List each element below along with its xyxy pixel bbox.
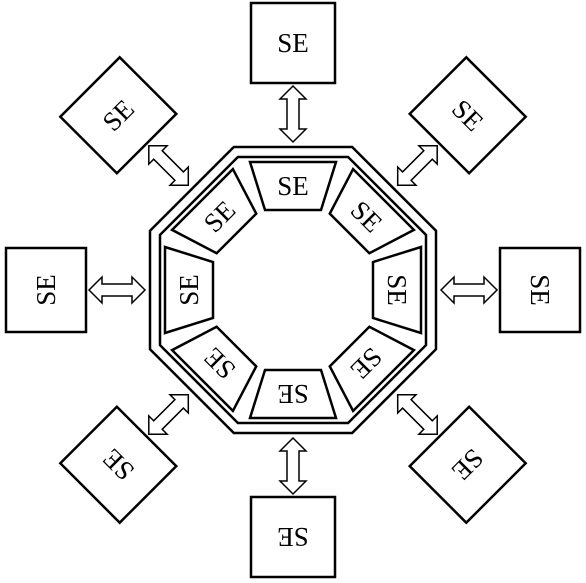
inner-unit-box [169,325,258,414]
double-arrow-icon [148,145,190,187]
double-arrow-icon [439,275,499,305]
double-arrow-icon [396,393,438,435]
outer-unit-box [249,495,337,579]
outer-unit-box [407,55,528,176]
double-arrow-icon [148,393,190,435]
inner-unit-label: SE [174,274,204,306]
inner-unit-box [169,166,258,255]
outer-unit-box [58,404,179,525]
inner-unit-box [248,368,338,420]
outer-unit-label: SE [277,522,309,552]
double-arrow-icon [278,436,308,496]
outer-unit-box [4,246,88,334]
inner-unit-box [163,245,215,335]
double-arrow-icon [87,275,147,305]
inner-unit-label: SE [277,171,309,201]
outer-unit-label: SE [31,274,61,306]
outer-unit-box [249,1,337,85]
outer-unit-box [498,246,582,334]
inner-unit-box [328,166,417,255]
outer-unit-label: SE [277,28,309,58]
outer-unit-box [58,55,179,176]
inner-unit-box [328,325,417,414]
inner-unit-label: SE [382,274,412,306]
inner-unit-box [371,245,423,335]
inner-unit-box [248,160,338,212]
outer-unit-box [407,404,528,525]
double-arrow-icon [278,84,308,144]
inner-unit-label: SE [277,379,309,409]
outer-unit-label: SE [525,274,555,306]
double-arrow-icon [396,145,438,187]
